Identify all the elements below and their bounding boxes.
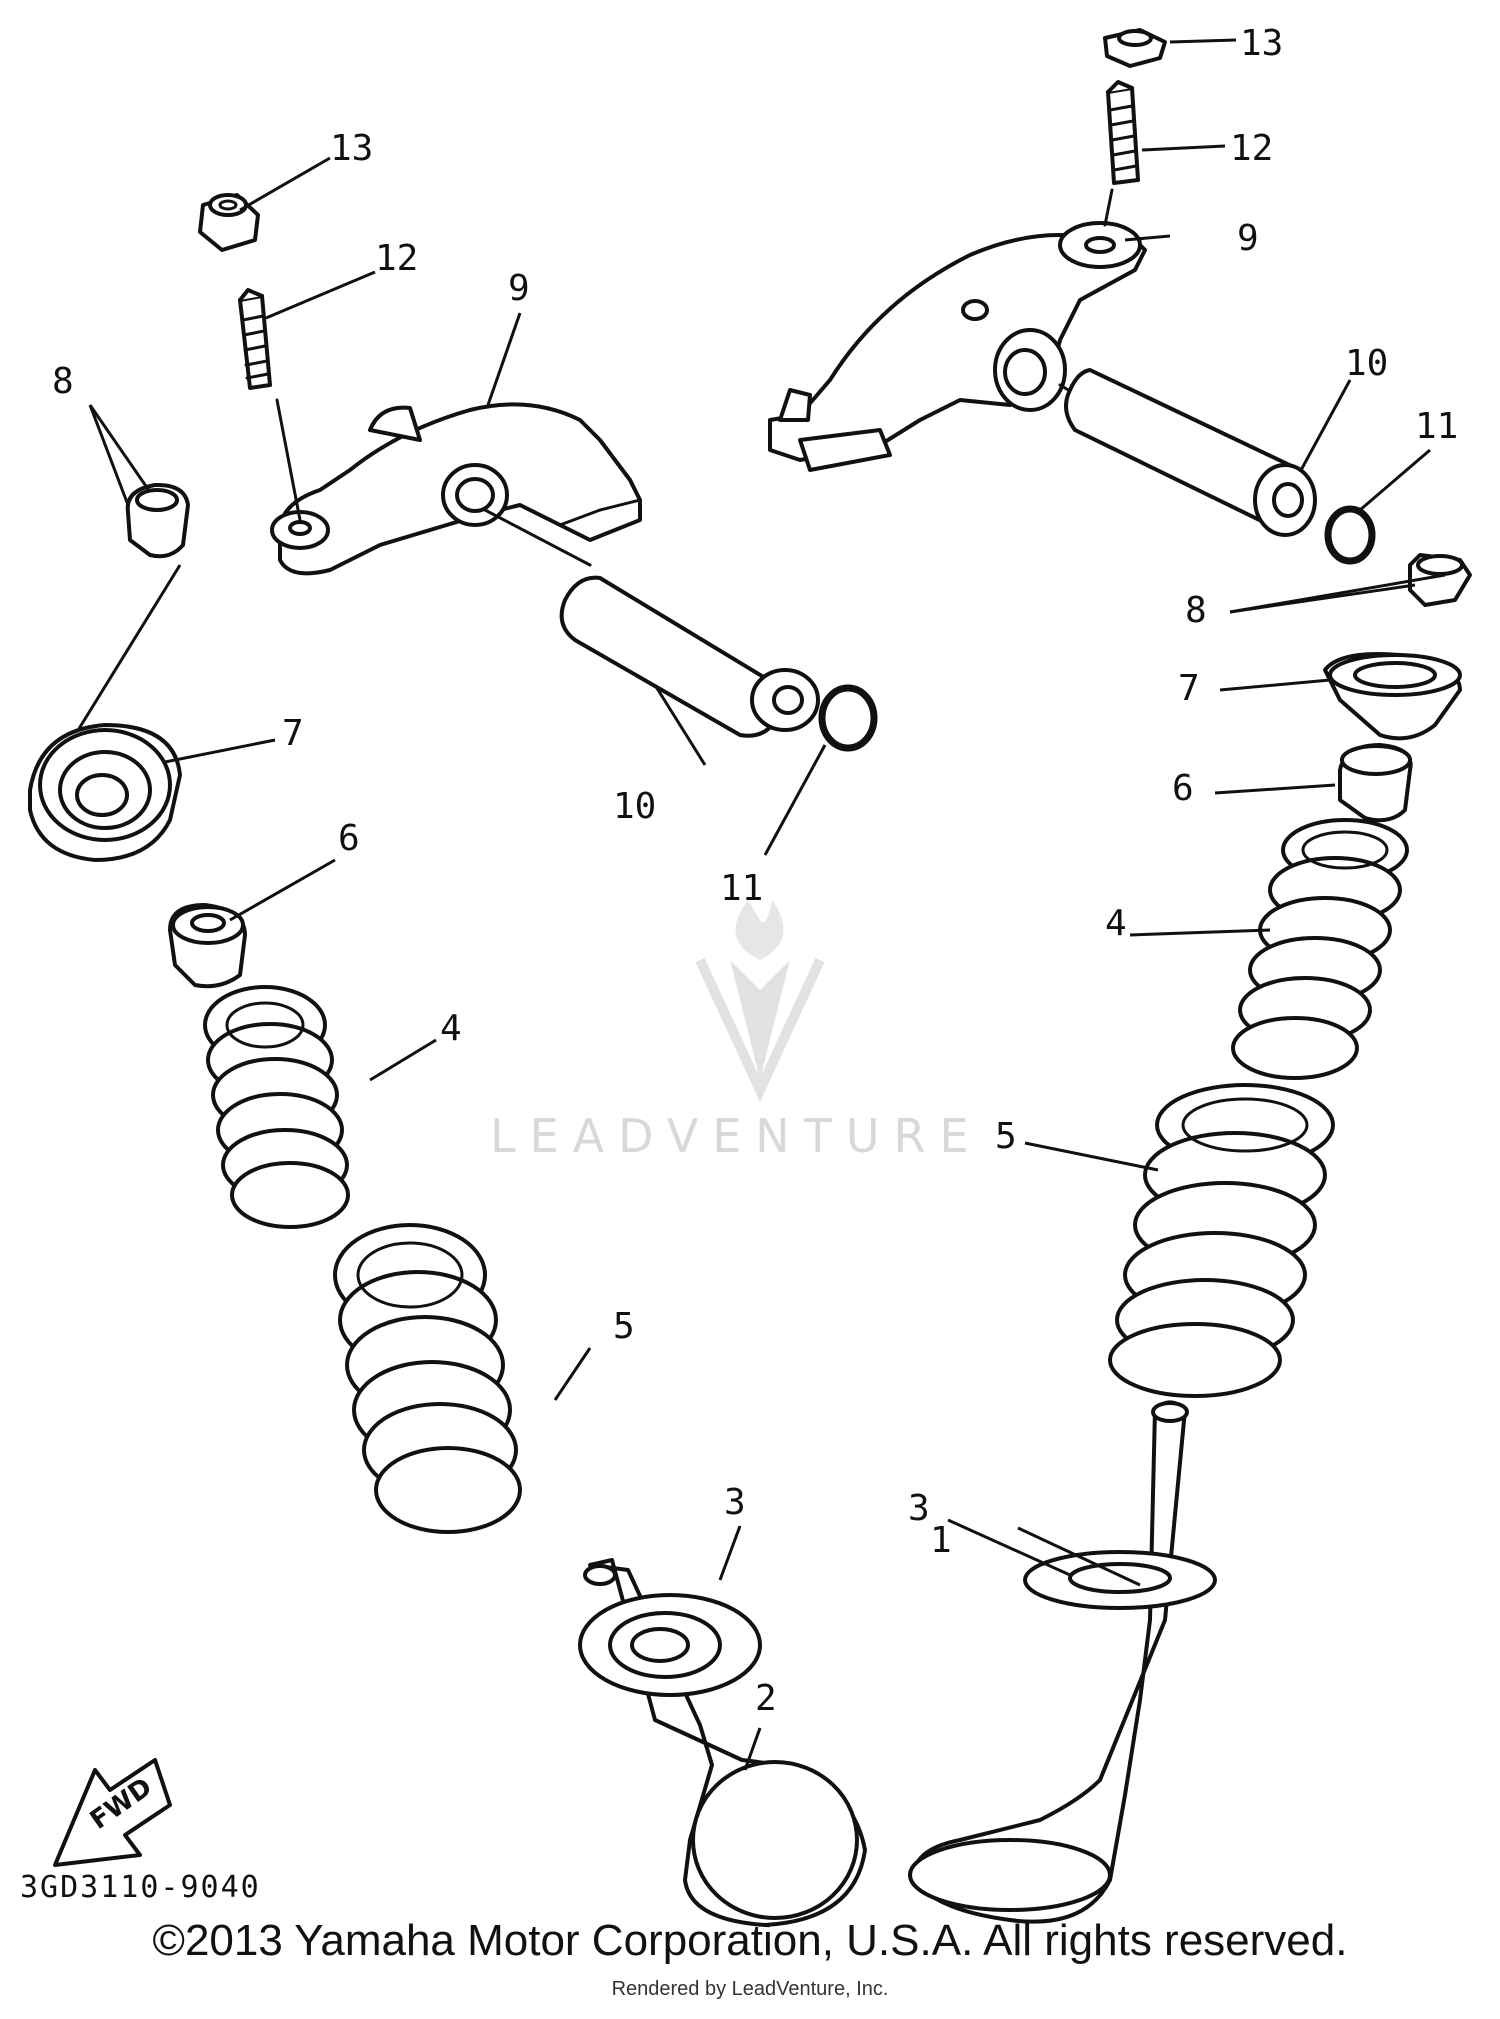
callout-4-right: 4 bbox=[1105, 903, 1127, 944]
valve-cotter-left[interactable] bbox=[125, 482, 190, 559]
callout-9-right: 9 bbox=[1237, 218, 1259, 259]
callout-9-left: 9 bbox=[508, 268, 530, 309]
spring-retainer-right[interactable] bbox=[1323, 652, 1462, 741]
shaft-axis-line-left bbox=[483, 508, 592, 567]
callout-7-right: 7 bbox=[1178, 668, 1200, 709]
callout-6-right: 6 bbox=[1172, 768, 1194, 809]
callout-8-right: 8 bbox=[1185, 590, 1207, 631]
leader-lines bbox=[88, 38, 1446, 1771]
spring-retainer-left[interactable] bbox=[28, 723, 182, 862]
callout-11-right: 11 bbox=[1415, 406, 1458, 447]
locknut-right[interactable] bbox=[1103, 28, 1167, 68]
valve-stem-seal-left[interactable] bbox=[168, 903, 247, 989]
screw-axis-line-right bbox=[1103, 188, 1114, 227]
callout-2: 2 bbox=[755, 1678, 777, 1719]
outer-valve-spring-left[interactable] bbox=[333, 1223, 522, 1534]
valve-cotter-right[interactable] bbox=[1408, 553, 1472, 607]
callout-1: 1 bbox=[930, 1520, 952, 1561]
callout-7-left: 7 bbox=[282, 713, 304, 754]
rocker-arm-right[interactable] bbox=[768, 221, 1147, 472]
valve-spring-seat-left[interactable] bbox=[578, 1593, 762, 1697]
callout-12-right: 12 bbox=[1230, 128, 1273, 169]
screw-axis-line-left bbox=[275, 398, 302, 522]
fwd-arrow: FWD bbox=[53, 1758, 172, 1867]
inner-valve-spring-left[interactable] bbox=[203, 985, 350, 1229]
callouts: 1 2 3 3 4 4 5 5 6 6 7 7 8 8 9 9 10 10 11… bbox=[52, 23, 1458, 1719]
valve-spring-seat-right[interactable] bbox=[1023, 1550, 1217, 1610]
callout-5-left: 5 bbox=[613, 1306, 635, 1347]
callout-5-right: 5 bbox=[995, 1116, 1017, 1157]
rendered-by-note: Rendered by LeadVenture, Inc. bbox=[611, 1978, 889, 2000]
callout-3-intake: 3 bbox=[724, 1482, 746, 1523]
callout-10-right: 10 bbox=[1345, 343, 1388, 384]
adjusting-screw-right[interactable] bbox=[1106, 80, 1140, 185]
exhaust-valve[interactable] bbox=[908, 1400, 1189, 1924]
callout-8-left: 8 bbox=[52, 361, 74, 402]
cotter-axis-line-left bbox=[70, 564, 182, 741]
leadventure-watermark: LEADVENTURE bbox=[490, 900, 983, 1163]
watermark-text: LEADVENTURE bbox=[490, 1109, 983, 1163]
diagram-code: 3GD3110-9040 bbox=[20, 1870, 261, 1905]
callout-6-left: 6 bbox=[338, 818, 360, 859]
callout-10-left: 10 bbox=[613, 786, 656, 827]
outer-valve-spring-right[interactable] bbox=[1108, 1083, 1335, 1398]
callout-13-left: 13 bbox=[330, 128, 373, 169]
o-ring-left[interactable] bbox=[818, 684, 878, 752]
callout-11-left: 11 bbox=[720, 868, 763, 909]
adjusting-screw-left[interactable] bbox=[238, 288, 272, 390]
callout-4-left: 4 bbox=[440, 1008, 462, 1049]
rocker-arm-left[interactable] bbox=[270, 402, 642, 576]
callout-3-exhaust: 3 bbox=[908, 1488, 930, 1529]
valve-stem-seal-right[interactable] bbox=[1338, 743, 1413, 823]
rocker-shaft-right[interactable] bbox=[1064, 368, 1317, 537]
rocker-shaft-left[interactable] bbox=[559, 575, 820, 738]
o-ring-right[interactable] bbox=[1324, 505, 1376, 565]
callout-13-right: 13 bbox=[1240, 23, 1283, 64]
inner-valve-spring-right[interactable] bbox=[1231, 818, 1409, 1080]
copyright-notice: ©2013 Yamaha Motor Corporation, U.S.A. A… bbox=[152, 1916, 1348, 1965]
callout-12-left: 12 bbox=[375, 238, 418, 279]
